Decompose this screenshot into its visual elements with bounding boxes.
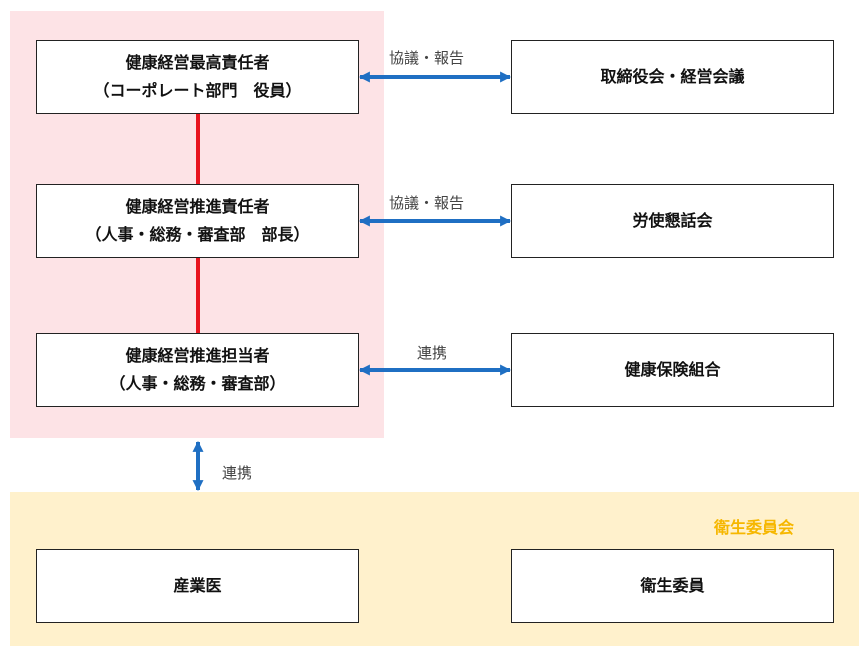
box-staff-subtitle: （人事・総務・審査部） — [109, 374, 286, 393]
box-industrial-doctor: 産業医 — [36, 549, 359, 623]
box-promoter-title: 健康経営推進責任者 — [125, 197, 270, 216]
label-staff-insurance: 連携 — [417, 344, 448, 362]
label-promoter-labor: 協議・報告 — [389, 194, 465, 212]
box-promoter-subtitle: （人事・総務・審査部 部長） — [85, 225, 310, 244]
box-insurance: 健康保険組合 — [511, 333, 834, 407]
label-management-committee: 連携 — [222, 464, 253, 482]
box-ceo: 健康経営最高責任者 （コーポレート部門 役員） — [36, 40, 359, 114]
box-staff-title: 健康経営推進担当者 — [125, 346, 270, 365]
box-staff: 健康経営推進担当者 （人事・総務・審査部） — [36, 333, 359, 407]
box-ceo-title: 健康経営最高責任者 — [125, 53, 270, 72]
box-hygiene-member: 衛生委員 — [511, 549, 834, 623]
box-board-title: 取締役会・経営会議 — [600, 67, 745, 86]
box-labor-title: 労使懇話会 — [632, 211, 713, 230]
box-board: 取締役会・経営会議 — [511, 40, 834, 114]
box-hygiene-member-title: 衛生委員 — [640, 576, 705, 595]
box-ceo-subtitle: （コーポレート部門 役員） — [93, 81, 302, 100]
box-labor: 労使懇話会 — [511, 184, 834, 258]
box-insurance-title: 健康保険組合 — [624, 360, 721, 379]
box-industrial-doctor-title: 産業医 — [173, 576, 222, 595]
box-promoter: 健康経営推進責任者 （人事・総務・審査部 部長） — [36, 184, 359, 258]
hygiene-committee-title: 衛生委員会 — [714, 518, 795, 537]
label-ceo-board: 協議・報告 — [389, 49, 465, 67]
